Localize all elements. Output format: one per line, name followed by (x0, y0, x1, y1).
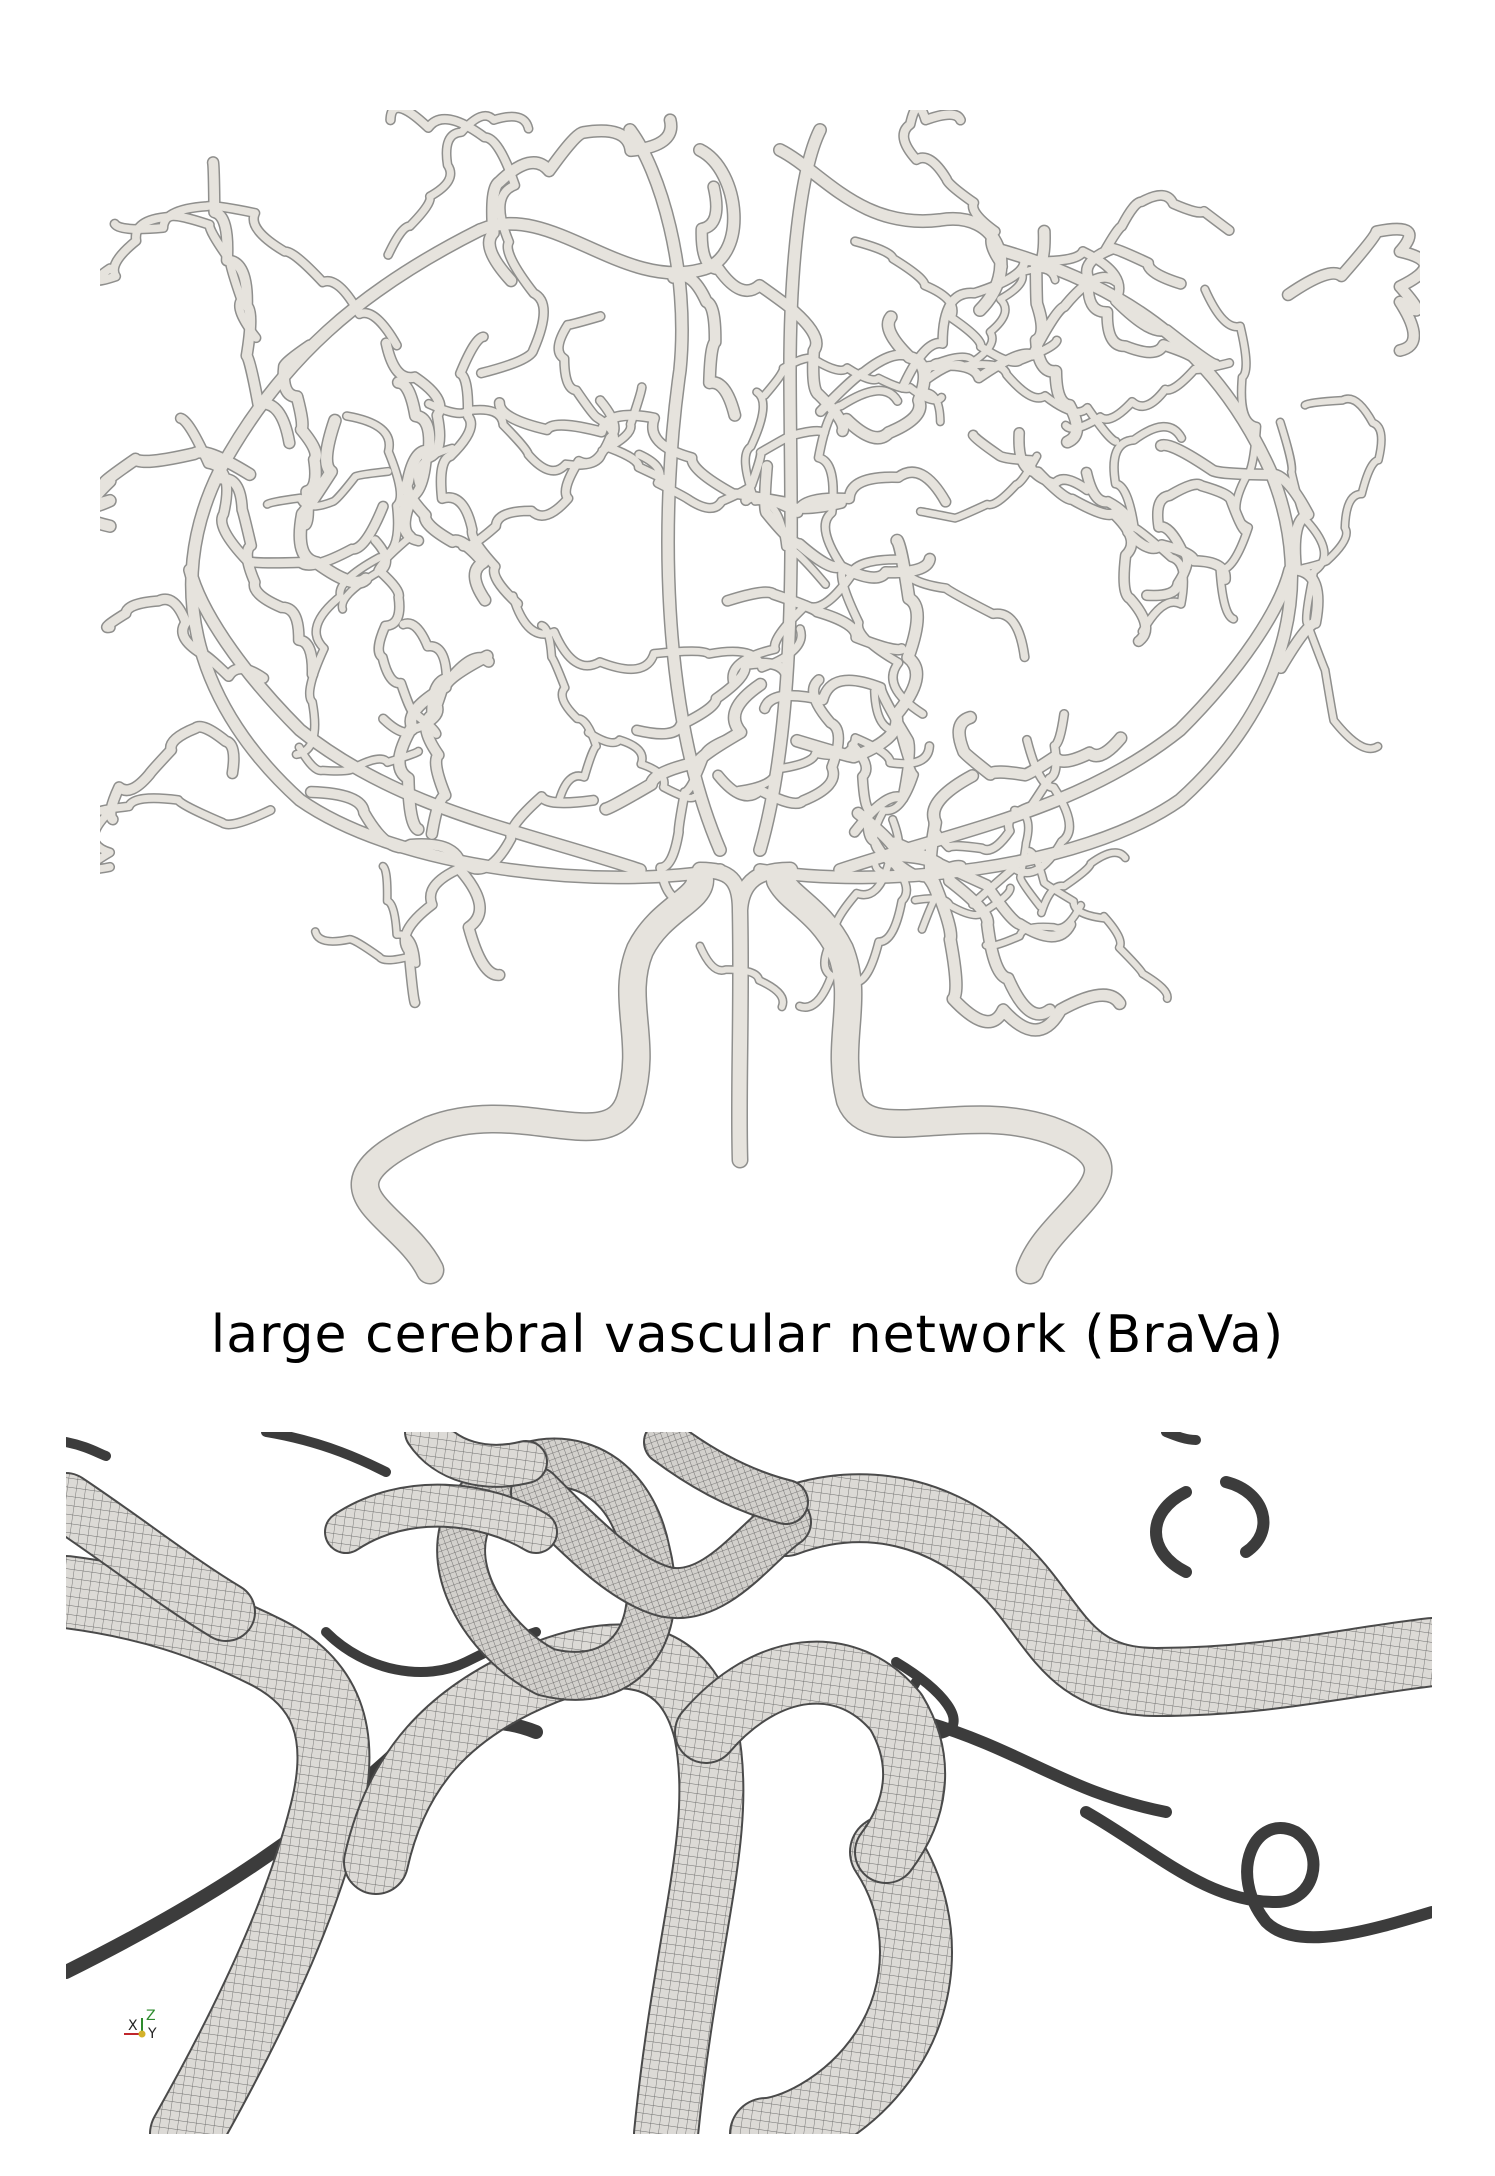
vessel-network-image (100, 110, 1420, 1285)
vessel-mesh-image: Z X Y (66, 1432, 1432, 2134)
figure-caption: large cerebral vascular network (BraVa) (210, 1305, 1285, 1365)
network-render (100, 110, 1420, 1290)
mesh-closeup: Z X Y (66, 1432, 1432, 2134)
axis-x-label: X (128, 2018, 138, 2034)
orientation-axes: Z X Y (124, 2008, 157, 2042)
axis-y-label: Y (147, 2026, 157, 2042)
axis-z-label: Z (146, 2008, 156, 2024)
